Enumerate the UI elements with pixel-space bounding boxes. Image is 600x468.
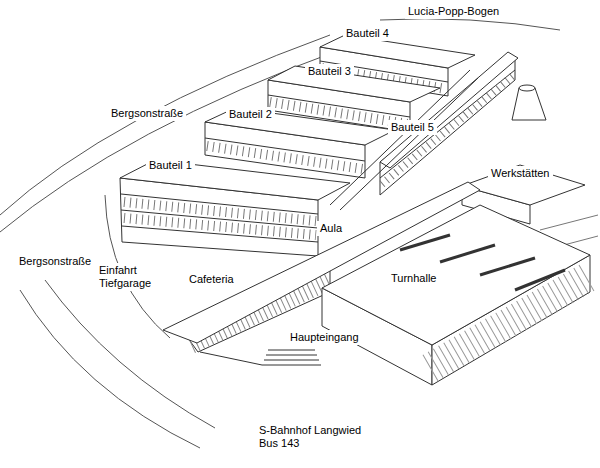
transit-label: S-Bahnhof Langwied Bus 143 bbox=[256, 423, 374, 451]
building-label: Aula bbox=[317, 221, 345, 236]
street-label: Bergsonstraße bbox=[108, 106, 186, 121]
street-label: Bergsonstraße bbox=[16, 254, 94, 269]
building-label: Bauteil 3 bbox=[305, 64, 354, 79]
street-label: Lucia-Popp-Bogen bbox=[405, 4, 502, 19]
building-label: Werkstätten bbox=[488, 166, 553, 181]
tower-cone bbox=[512, 85, 546, 120]
bauteil-1-drawing bbox=[120, 160, 350, 256]
entrance-label: Haupteingang bbox=[287, 330, 362, 345]
turnhalle-drawing bbox=[322, 205, 590, 385]
building-label: Bauteil 1 bbox=[146, 158, 195, 173]
building-label: Bauteil 5 bbox=[388, 120, 437, 135]
building-label: Turnhalle bbox=[388, 271, 439, 286]
building-label: Bauteil 2 bbox=[226, 107, 275, 122]
bauteil-2-drawing bbox=[205, 108, 395, 178]
building-label: Cafeteria bbox=[186, 272, 237, 287]
entrance-stairs bbox=[200, 350, 321, 365]
building-label: Bauteil 4 bbox=[343, 26, 392, 41]
entrance-label: Einfahrt Tiefgarage bbox=[96, 263, 164, 291]
